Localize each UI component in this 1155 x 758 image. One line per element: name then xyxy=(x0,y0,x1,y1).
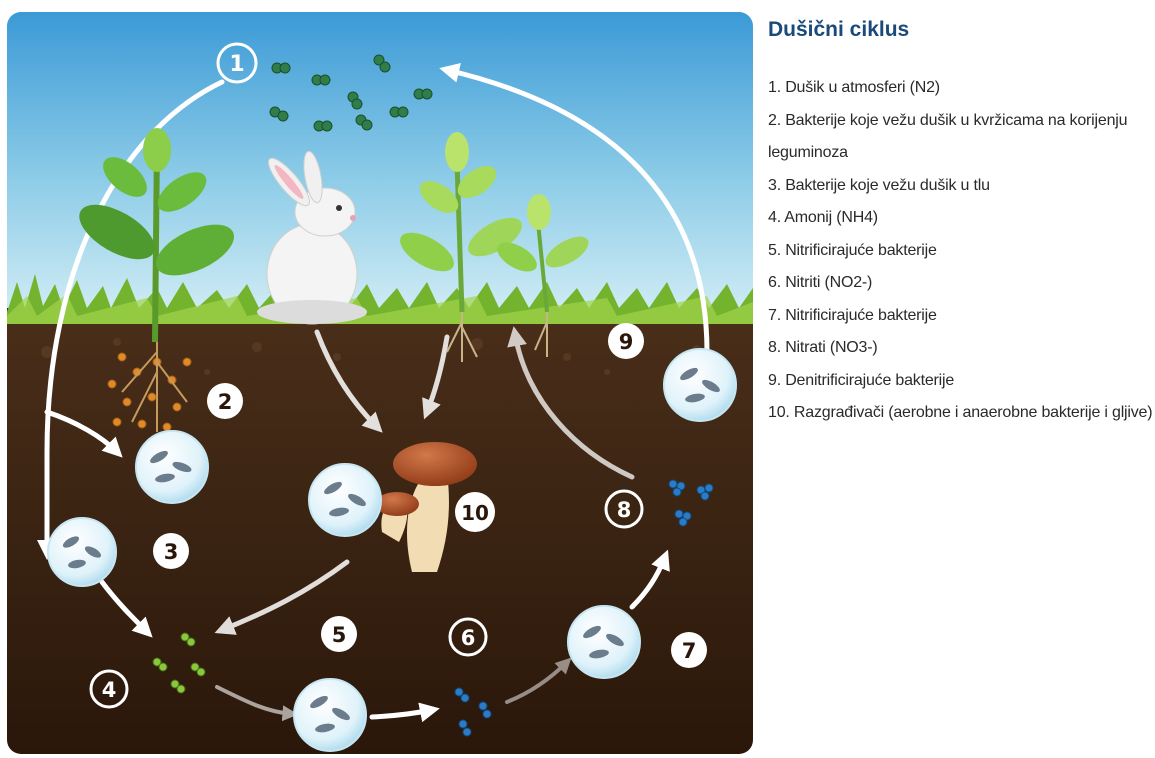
bacteria-bubble-7 xyxy=(568,606,640,678)
legend-item: 6. Nitriti (NO2-) xyxy=(768,267,1153,300)
step-number-3: 3 xyxy=(164,540,179,564)
bacteria-bubble-9 xyxy=(664,349,736,421)
legend-item: 8. Nitrati (NO3-) xyxy=(768,332,1153,365)
nitrogen-cycle-illustration: 1 2 3 4 5 6 7 xyxy=(7,12,753,754)
step-badge-7: 7 xyxy=(671,632,707,668)
step-badge-2: 2 xyxy=(207,383,243,419)
step-badge-5: 5 xyxy=(321,616,357,652)
step-number-7: 7 xyxy=(682,639,697,663)
bacteria-bubble-10 xyxy=(309,464,381,536)
bacteria-bubble-2 xyxy=(136,431,208,503)
legend-list: 1. Dušik u atmosferi (N2) 2. Bakterije k… xyxy=(768,72,1153,430)
legend-item: 9. Denitrificirajuće bakterije xyxy=(768,365,1153,398)
step-badge-9: 9 xyxy=(608,323,644,359)
legend: Dušični ciklus 1. Dušik u atmosferi (N2)… xyxy=(768,18,1153,430)
legend-item: 1. Dušik u atmosferi (N2) xyxy=(768,72,1153,105)
legend-item: 10. Razgrađivači (aerobne i anaerobne ba… xyxy=(768,397,1153,430)
legend-title: Dušični ciklus xyxy=(768,18,1153,42)
legend-item: 5. Nitrificirajuće bakterije xyxy=(768,235,1153,268)
step-number-10: 10 xyxy=(461,501,489,525)
legend-item: 2. Bakterije koje vežu dušik u kvržicama… xyxy=(768,105,1153,170)
legend-item: 4. Amonij (NH4) xyxy=(768,202,1153,235)
bacteria-bubble-5 xyxy=(294,679,366,751)
step-badge-10: 10 xyxy=(455,492,495,532)
bacteria-bubble-3 xyxy=(48,518,116,586)
step-number-8: 8 xyxy=(617,498,632,522)
step-number-4: 4 xyxy=(102,678,117,702)
legend-item: 7. Nitrificirajuće bakterije xyxy=(768,300,1153,333)
step-number-2: 2 xyxy=(218,390,233,414)
step-number-1: 1 xyxy=(229,52,244,77)
step-number-5: 5 xyxy=(332,623,347,647)
step-number-6: 6 xyxy=(461,626,476,650)
legend-item: 3. Bakterije koje vežu dušik u tlu xyxy=(768,170,1153,203)
step-number-9: 9 xyxy=(619,330,634,354)
step-badge-3: 3 xyxy=(153,533,189,569)
soil xyxy=(7,308,753,754)
